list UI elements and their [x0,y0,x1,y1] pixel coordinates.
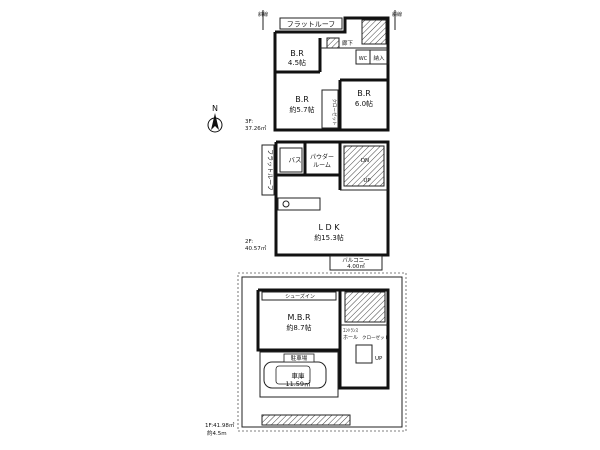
entrance-label-1: ｴﾝﾄﾗﾝｽ [343,328,359,334]
room-mbr-name: M.B.R [287,313,310,322]
floor-3-plan: 斜線 斜線 フラットルーフ B.R 4.5帖 B.R 約5.7帖 B.R 6.0… [245,10,402,132]
stair-2f-dn-label: DN [361,158,369,164]
room-mbr-size: 約8.7帖 [286,323,311,332]
powder-room-label-2: ルーム [313,162,331,169]
garage-name: 車庫 [292,371,306,380]
storage-3f [369,49,389,65]
floor-2-area-value: 40.57㎡ [245,244,267,252]
floor-3-area-value: 37.26㎡ [245,124,267,132]
lot-boundary [241,276,403,428]
garage-tag [283,353,315,363]
flat-roof-2f [261,144,275,196]
closet-3f [321,89,339,129]
compass-label: N [212,104,218,113]
sink-icon [282,200,290,208]
floor-3-outer-wall [273,16,390,132]
shoes-label: シューズイン [285,293,315,300]
duct-3f [326,37,340,49]
closet-3f-label: クローゼット [331,99,338,126]
balcony-label-1: バルコニー [342,257,369,264]
powder-room-label-1: パウダー [310,153,334,161]
north-arrow-icon [207,113,223,133]
shoes-storage [261,291,337,301]
floor-1-plan: シューズイン M.B.R 約8.7帖 ｴﾝﾄﾗﾝｽ ホール クローゼット UP … [205,272,407,437]
balcony-label-2: 4.00㎡ [347,262,365,270]
floor-1-outer-wall [256,288,390,390]
flat-roof-2f-label: フラットルーフ [266,149,273,191]
stair-2f [343,145,385,187]
floor-2-area-label: 2F: [245,239,253,245]
room-br1-size: 4.5帖 [288,58,306,67]
room-br1-name: B.R [290,49,304,58]
room-ldk-size: 約15.3帖 [314,233,344,242]
floor-2-plan: フラットルーフ バス パウダー ルーム L D K 約15.3帖 DN UP バ… [245,140,390,271]
bathtub-2f [279,147,303,173]
floor-2-outer-wall [274,140,390,257]
kitchen-counter [277,197,321,211]
room-ldk-name: L D K [319,223,341,232]
garage-size: 11.59㎡ [285,379,311,388]
floor-1-area-label: 1F:41.98㎡ [205,421,235,429]
stair-1f-up-label: UP [375,356,383,362]
room-br2-name: B.R [295,95,309,104]
fence-blocks [261,414,351,426]
storage-3f-label: 納入 [373,54,385,62]
flat-roof-3f-label: フラットルーフ [287,21,336,29]
setback-label-right: 斜線 [392,11,402,18]
stair-2f-up-label: UP [363,178,371,184]
room-br3-name: B.R [357,89,371,98]
garage-tag-label: 駐車場 [291,354,308,362]
wc-1f [355,344,373,364]
stair-1f [344,291,386,323]
garage [259,351,339,398]
room-br3-size: 6.0帖 [355,99,373,108]
hall-3f-label: 廊下 [342,39,354,47]
flat-roof-3f [279,17,343,30]
stair-3f [361,19,387,45]
setback-label-left: 斜線 [258,11,268,18]
lot-setback [237,272,407,432]
bath-2f-label: バス [289,156,302,164]
road-width-label: 約4.5m [207,429,227,437]
wc-3f-label: WC [359,56,368,62]
floor-3-area-label: 3F: [245,119,253,125]
entrance-label-2: ホール [343,335,358,341]
closet-1f-label: クローゼット [362,334,389,341]
balcony-2f [329,255,383,271]
room-br2-size: 約5.7帖 [289,105,314,114]
